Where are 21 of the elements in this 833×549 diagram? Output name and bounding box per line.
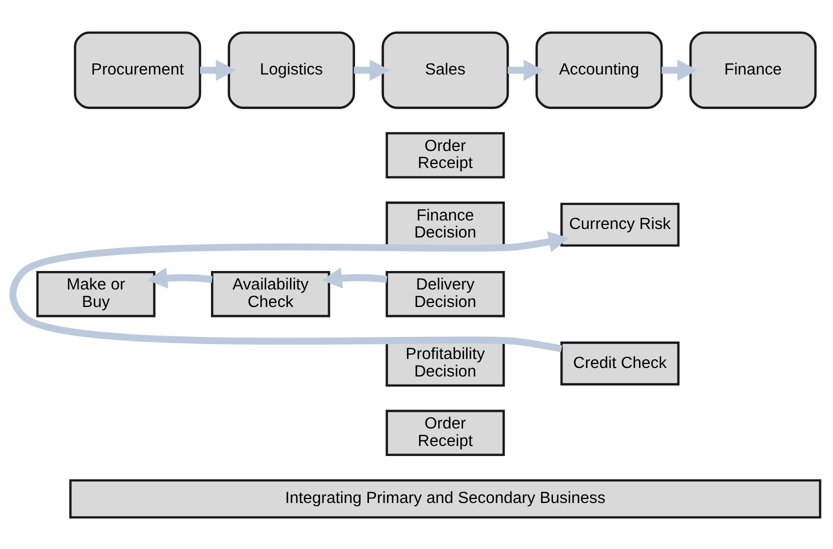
node-box: Logistics xyxy=(228,30,356,108)
node-box: Sales xyxy=(382,30,509,108)
node-box: Order Receipt xyxy=(386,409,505,456)
node-box: Delivery Decision xyxy=(386,270,505,317)
node-box: Currency Risk xyxy=(560,202,680,246)
node-box: Procurement xyxy=(74,30,202,108)
node-box: Make or Buy xyxy=(36,270,156,317)
arrow xyxy=(322,267,388,288)
arrow xyxy=(200,59,236,80)
node-box: Accounting xyxy=(536,30,663,108)
node-box: Integrating Primary and Secondary Business xyxy=(69,478,822,518)
node-box: Credit Check xyxy=(560,341,680,385)
arrow xyxy=(10,230,569,352)
arrow xyxy=(662,59,698,80)
arrow xyxy=(147,267,213,288)
node-box: Finance xyxy=(689,30,817,108)
node-box: Order Receipt xyxy=(386,132,505,178)
node-box: Availability Check xyxy=(210,270,330,317)
arrow xyxy=(508,59,544,80)
node-box: Finance Decision xyxy=(386,201,505,248)
arrow xyxy=(354,59,390,80)
